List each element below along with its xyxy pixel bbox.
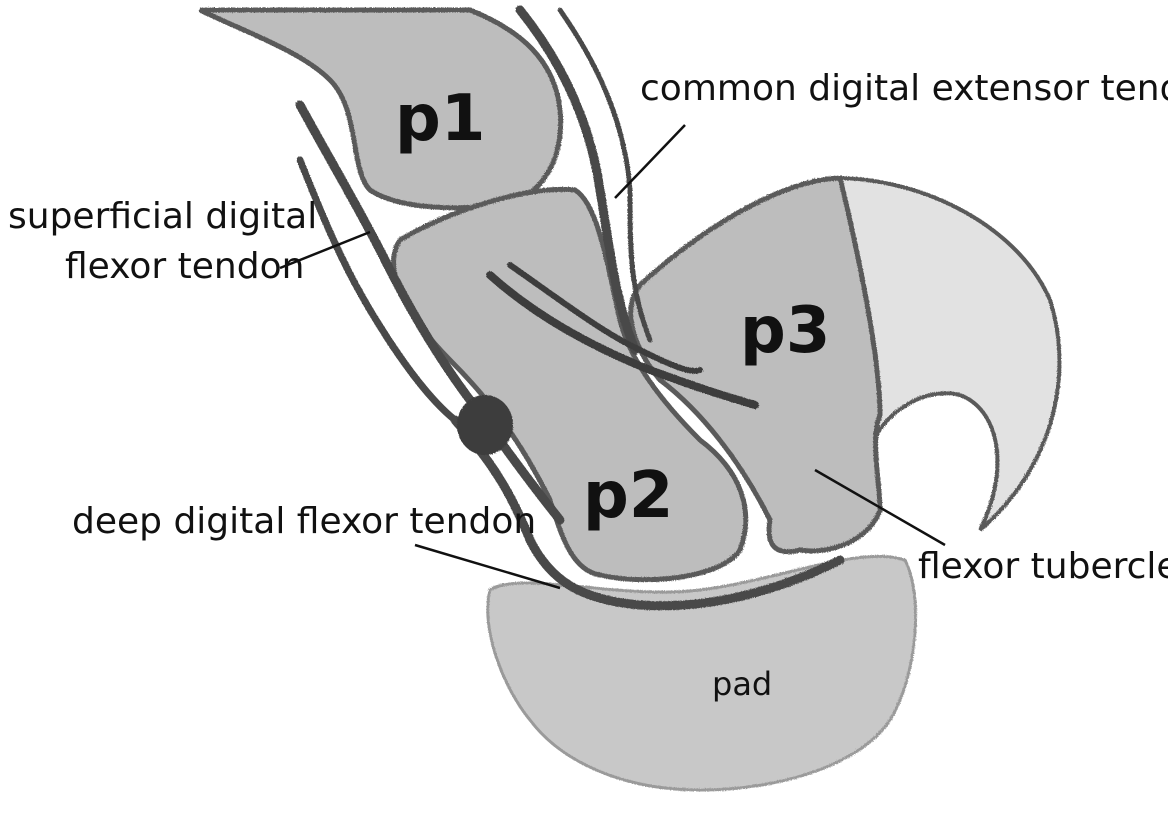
label-p2: p2 — [583, 459, 673, 533]
label-superficial-flexor-2: flexor tendon — [65, 246, 304, 287]
label-pad: pad — [712, 665, 772, 703]
label-superficial-flexor-1: superficial digital — [8, 196, 317, 237]
bone-p1 — [200, 10, 561, 208]
label-common-extensor: common digital extensor tendon — [640, 68, 1168, 109]
ligament-knot — [457, 395, 513, 455]
label-flexor-tubercle: flexor tubercle — [918, 546, 1168, 587]
label-p3: p3 — [740, 294, 830, 368]
pad-shape — [488, 556, 916, 790]
label-p1: p1 — [395, 82, 485, 156]
label-deep-flexor: deep digital flexor tendon — [72, 501, 536, 542]
